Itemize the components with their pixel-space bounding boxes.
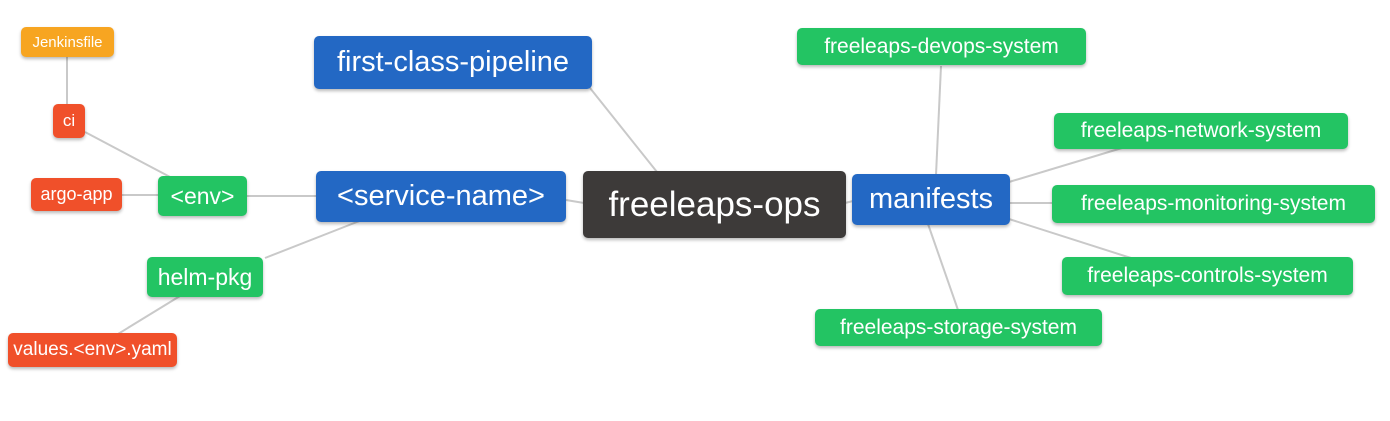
node-helm-pkg[interactable]: helm-pkg bbox=[147, 257, 263, 297]
node-freeleaps-storage-system[interactable]: freeleaps-storage-system bbox=[815, 309, 1102, 346]
node-first-class-pipeline[interactable]: first-class-pipeline bbox=[314, 36, 592, 89]
node-ci[interactable]: ci bbox=[53, 104, 85, 138]
edge-helm-pkg-service-name bbox=[264, 219, 363, 259]
edge-ci-env bbox=[84, 131, 173, 179]
edge-pipeline-freeleaps-ops bbox=[589, 87, 658, 173]
node-freeleaps-devops-system[interactable]: freeleaps-devops-system bbox=[797, 28, 1086, 65]
edge-manifests-network-system bbox=[1008, 147, 1123, 183]
edge-manifests-devops-system bbox=[935, 65, 942, 176]
node-manifests[interactable]: manifests bbox=[852, 174, 1010, 225]
node-freeleaps-controls-system[interactable]: freeleaps-controls-system bbox=[1062, 257, 1353, 295]
edge-service-name-freeleaps-ops bbox=[565, 199, 585, 204]
node-service-name[interactable]: <service-name> bbox=[316, 171, 566, 222]
node-values-env-yaml[interactable]: values.<env>.yaml bbox=[8, 333, 177, 367]
edge-manifests-storage-system bbox=[927, 223, 959, 311]
node-argo-app[interactable]: argo-app bbox=[31, 178, 122, 211]
node-freeleaps-network-system[interactable]: freeleaps-network-system bbox=[1054, 113, 1348, 149]
node-env[interactable]: <env> bbox=[158, 176, 247, 216]
edge-freeleaps-ops-manifests bbox=[844, 200, 854, 204]
node-freeleaps-ops-root[interactable]: freeleaps-ops bbox=[583, 171, 846, 238]
node-jenkinsfile[interactable]: Jenkinsfile bbox=[21, 27, 114, 57]
edge-manifests-controls-system bbox=[1008, 218, 1132, 259]
node-freeleaps-monitoring-system[interactable]: freeleaps-monitoring-system bbox=[1052, 185, 1375, 223]
edge-values-helm-pkg bbox=[117, 295, 181, 335]
